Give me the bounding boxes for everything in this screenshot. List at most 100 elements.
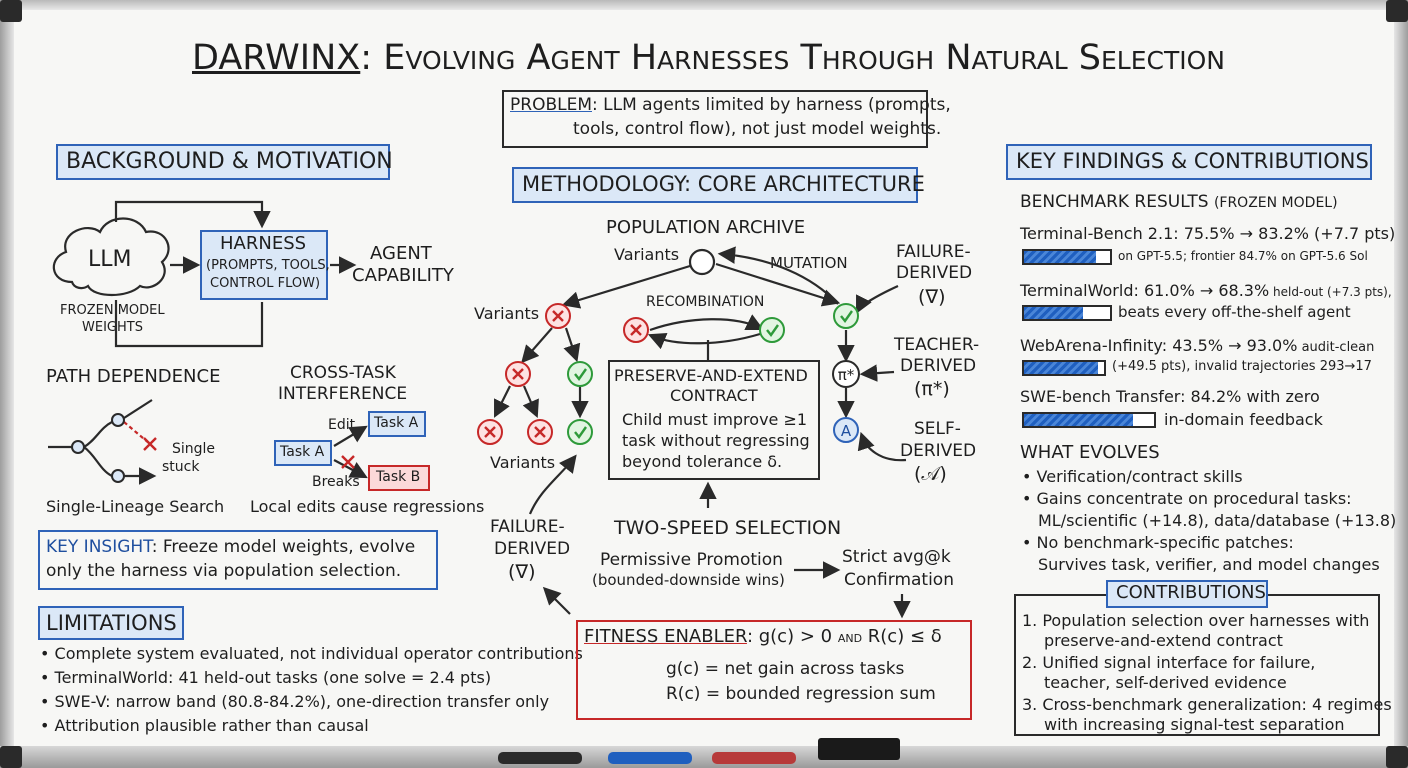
what-evolves-heading: WHAT EVOLVES [1020, 442, 1160, 463]
pass-node-icon [759, 317, 785, 343]
benchmark-heading: BENCHMARK RESULTS (FROZEN MODEL) [1020, 192, 1338, 213]
self-node [833, 417, 859, 443]
fail-node-icon [545, 303, 571, 329]
pass-node-icon [567, 361, 593, 387]
frozen-label-1: FROZEN MODEL [60, 303, 165, 318]
fitness-gain-def: g(c) = net gain across tasks [666, 659, 905, 679]
background-heading-box [56, 144, 390, 180]
contract-box [608, 360, 820, 480]
key-insight-text: : Freeze model weights, evolve [151, 537, 416, 557]
path-lines [48, 399, 152, 476]
task-b-label: Task B [376, 469, 421, 485]
fail-node-icon [505, 361, 531, 387]
contribution-item: 1. Population selection over harnesses w… [1022, 611, 1370, 630]
result-bar [1022, 360, 1106, 376]
path-upper-node [111, 413, 125, 427]
failure-right-2: DERIVED [896, 263, 973, 283]
breaks-x-icon [341, 455, 355, 469]
failure-left-3: (∇) [508, 561, 536, 583]
contract-title-1: PRESERVE-AND-EXTEND [614, 366, 808, 385]
limitation-item: • Complete system evaluated, not individ… [40, 644, 583, 663]
red-marker[interactable] [712, 752, 796, 764]
result-name: TerminalWorld: 61.0% → 68.3% held-out (+… [1020, 281, 1392, 300]
problem-line-1: PROBLEM: LLM agents limited by harness (… [510, 95, 951, 116]
frame-corner [1386, 0, 1408, 22]
harness-box [200, 230, 328, 300]
frame-top [0, 0, 1408, 10]
result-note: on GPT-5.5; frontier 84.7% on GPT-5.6 So… [1118, 249, 1368, 263]
permissive-line-2: (bounded-downside wins) [592, 571, 785, 589]
fitness-rule-a: : g(c) > 0 [746, 626, 833, 647]
contribution-item: 3. Cross-benchmark generalization: 4 reg… [1022, 695, 1392, 714]
variants-bottom-label: Variants [490, 453, 556, 472]
background-heading: BACKGROUND & MOTIVATION [66, 149, 393, 174]
benchmark-heading-sub: (FROZEN MODEL) [1213, 195, 1338, 211]
findings-heading: KEY FINDINGS & CONTRIBUTIONS [1016, 149, 1369, 173]
top-loop-arrow [114, 200, 271, 229]
contributions-heading: CONTRIBUTIONS [1116, 582, 1266, 603]
path-dependence-heading: PATH DEPENDENCE [46, 366, 221, 387]
teacher-1: TEACHER- [894, 335, 980, 355]
self-3: (𝒜) [914, 463, 947, 485]
llm-label: LLM [88, 247, 132, 272]
problem-label: PROBLEM [510, 95, 592, 115]
title-brand: DARWINX [192, 38, 361, 78]
evolves-item: • Gains concentrate on procedural tasks: [1022, 489, 1352, 508]
self-2: DERIVED [900, 441, 977, 461]
teacher-node [832, 360, 860, 388]
contribution-item: with increasing signal-test separation [1044, 715, 1345, 734]
contract-text-2: task without regressing [622, 431, 810, 450]
breaks-arrow [333, 459, 368, 479]
llm-cloud [52, 217, 170, 296]
key-insight-line-2: only the harness via population selectio… [46, 561, 402, 581]
result-bar-fill [1024, 414, 1134, 426]
evolves-item: • Verification/contract skills [1022, 467, 1243, 486]
contribution-item: preserve-and-extend contract [1044, 631, 1283, 650]
cross-task-heading-2: INTERFERENCE [278, 384, 408, 404]
result-name: SWE-bench Transfer: 84.2% with zero [1020, 387, 1320, 406]
problem-line-2: tools, control flow), not just model wei… [573, 119, 942, 139]
page-title: DARWINX: Evolving Agent Harnesses Throug… [192, 38, 1225, 78]
breaks-label: Breaks [312, 474, 360, 490]
two-speed-heading: TWO-SPEED SELECTION [614, 517, 842, 539]
key-insight-box [38, 530, 438, 590]
result-note: (+49.5 pts), invalid trajectories 293→17 [1112, 359, 1372, 374]
failure-left-arrow [528, 454, 577, 515]
recombination-label: RECOMBINATION [646, 294, 765, 310]
limitation-item: • TerminalWorld: 41 held-out tasks (one … [40, 668, 492, 687]
stuck-label: stuck [162, 459, 200, 475]
methodology-heading: METHODOLOGY: CORE ARCHITECTURE [522, 172, 925, 196]
variants-left-label: Variants [474, 304, 540, 323]
path-lower-node [111, 469, 125, 483]
cross-task-heading-1: CROSS-TASK [290, 363, 396, 383]
eraser[interactable] [818, 738, 900, 760]
self-node-label: A [841, 422, 852, 440]
evolves-item: Survives task, verifier, and model chang… [1038, 555, 1380, 574]
contract-text-3: beyond tolerance δ. [622, 452, 783, 471]
self-arrow [857, 431, 907, 462]
evolves-item: ML/scientific (+14.8), data/database (+1… [1038, 511, 1397, 530]
methodology-heading-box [512, 167, 918, 203]
limitation-item: • SWE-V: narrow band (80.8-84.2%), one-d… [40, 692, 550, 711]
contributions-box [1014, 594, 1380, 736]
frame-corner [0, 746, 22, 768]
result-bar [1022, 412, 1156, 428]
failure-right-arrow [856, 284, 899, 314]
root-to-right [715, 262, 841, 307]
problem-text: : LLM agents limited by harness (prompts… [592, 95, 951, 115]
mutation-return [717, 246, 839, 305]
limitation-item: • Attribution plausible rather than caus… [40, 716, 369, 735]
self-1: SELF- [914, 419, 961, 439]
black-marker[interactable] [498, 752, 582, 764]
population-archive-label: POPULATION ARCHIVE [606, 217, 806, 238]
key-insight-line-1: KEY INSIGHT: Freeze model weights, evolv… [46, 537, 416, 558]
failure-left-1: FAILURE- [490, 517, 565, 537]
teacher-2: DERIVED [900, 356, 977, 376]
contract-title-2: CONTRACT [670, 386, 758, 405]
recomb-arrow-b [647, 332, 761, 350]
root-to-left [561, 264, 691, 309]
task-b-box [368, 465, 430, 491]
blue-marker[interactable] [608, 752, 692, 764]
